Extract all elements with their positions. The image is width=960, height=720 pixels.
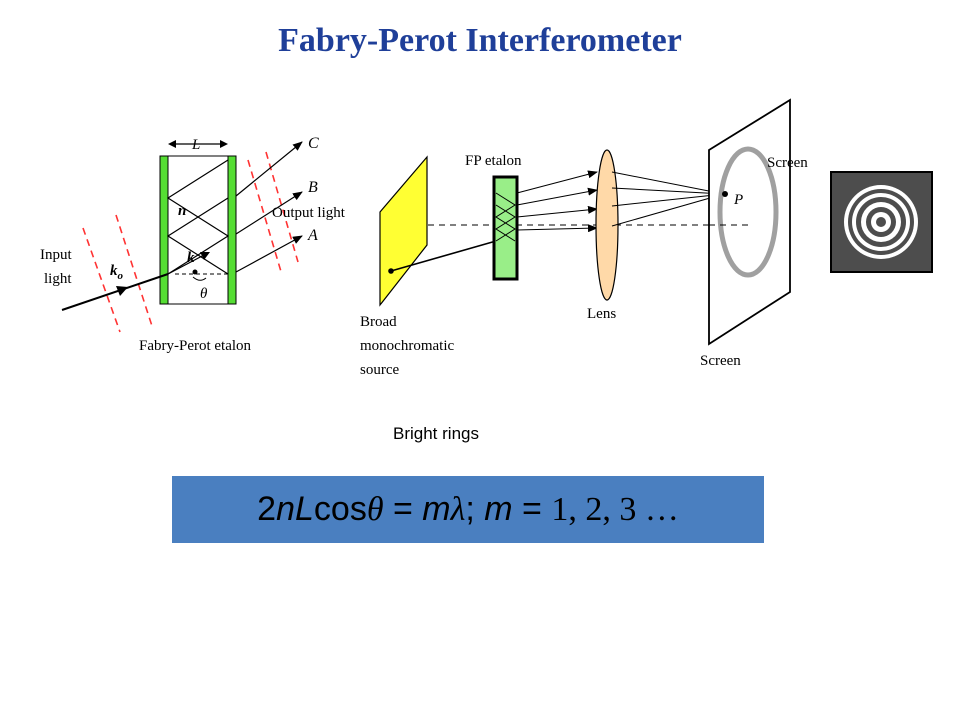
lens-label: Lens [587, 306, 616, 322]
output-wavefronts [247, 151, 299, 276]
ray-b-label: B [308, 179, 318, 196]
output-ray-a [235, 235, 303, 273]
ray-c-label: C [308, 135, 319, 152]
screen-label-bottom: Screen [700, 353, 741, 369]
angle-label: θ [200, 286, 208, 302]
bright-rings-caption: Bright rings [393, 424, 479, 443]
source-label-3: source [360, 362, 399, 378]
etalon-left-mirror [159, 155, 169, 305]
input-wavevector-label: ko [110, 263, 124, 282]
etalon-caption: Fabry-Perot etalon [139, 338, 252, 354]
output-light-label: Output light [272, 205, 346, 221]
setup-diagram: FP etalon Lens P Screen Screen Broad mon… [360, 98, 808, 378]
screen-label-top: Screen [767, 155, 808, 171]
source-label-1: Broad [360, 314, 397, 330]
wavevector-label: k [187, 250, 195, 266]
source-ray [390, 240, 497, 272]
fp-etalon-label: FP etalon [465, 153, 522, 169]
etalon-diagram: L C B A Output light n k θ ko Input ligh… [40, 135, 346, 354]
bright-ring [717, 146, 779, 278]
output-ray-b [235, 191, 303, 235]
ray-a-label: A [307, 227, 318, 244]
index-label: n [178, 203, 186, 219]
fabry-perot-equation: 2nLcosθ = mλ; m = 1, 2, 3 … [257, 490, 679, 528]
output-ray-c [235, 141, 303, 197]
source-plate [379, 155, 428, 307]
input-ray [61, 273, 169, 311]
input-light-label-1: Input [40, 247, 72, 263]
gap-label: L [191, 137, 200, 153]
lens [595, 149, 619, 301]
input-wavefronts [82, 214, 153, 333]
source-label-2: monochromatic [360, 338, 454, 354]
ring-pattern [830, 171, 933, 273]
etalon-right-mirror [227, 155, 237, 305]
page-title: Fabry-Perot Interferometer [278, 22, 682, 59]
point-p-label: P [733, 192, 743, 208]
equation-box: 2nLcosθ = mλ; m = 1, 2, 3 … [172, 476, 764, 543]
input-light-label-2: light [44, 271, 72, 287]
